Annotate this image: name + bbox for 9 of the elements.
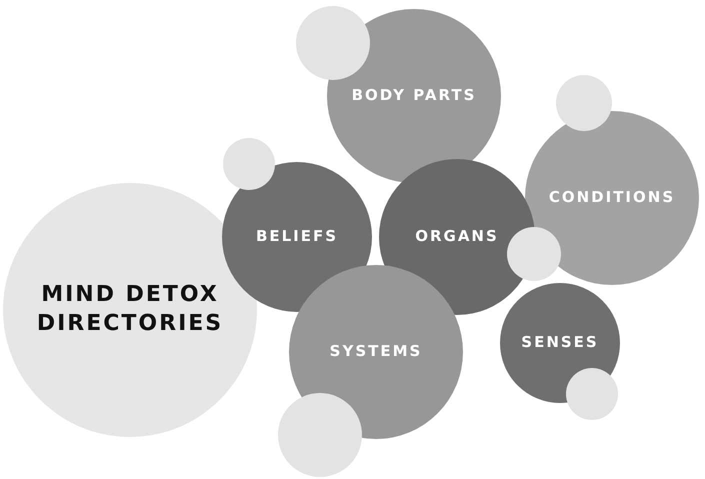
topic-label: SYSTEMS — [330, 342, 422, 362]
topic-label: BELIEFS — [256, 227, 338, 247]
topic-label: SENSES — [521, 333, 599, 353]
topic-label: ORGANS — [415, 227, 499, 247]
decorative-circle — [223, 138, 275, 190]
topic-label: MIND DETOX DIRECTORIES — [36, 281, 224, 338]
topic-label: BODY PARTS — [352, 86, 476, 106]
topic-label: CONDITIONS — [548, 188, 676, 208]
decorative-circle — [566, 368, 618, 420]
